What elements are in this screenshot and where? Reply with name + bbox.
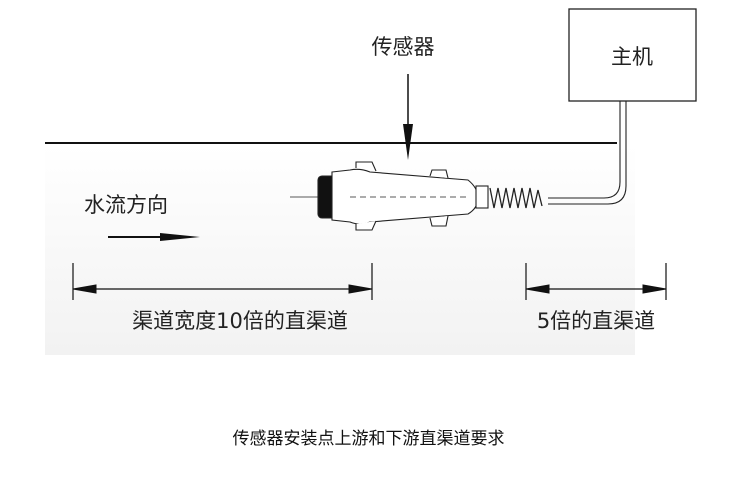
downstream-span-label: 5倍的直渠道 — [537, 309, 655, 333]
figure-caption: 传感器安装点上游和下游直渠道要求 — [232, 429, 505, 449]
flow-direction-arrow — [108, 233, 200, 241]
sensor-pointer-arrow — [403, 74, 413, 160]
flow-direction-label: 水流方向 — [84, 193, 168, 217]
sensor-label: 传感器 — [372, 35, 435, 59]
host-box — [568, 8, 697, 102]
upstream-span-label: 渠道宽度10倍的直渠道 — [132, 309, 348, 333]
host-label: 主机 — [611, 45, 653, 69]
downstream-span-dimension — [525, 263, 667, 300]
upstream-span-dimension — [72, 263, 373, 300]
sensor-cable — [548, 101, 627, 205]
sensor-device — [290, 161, 543, 231]
